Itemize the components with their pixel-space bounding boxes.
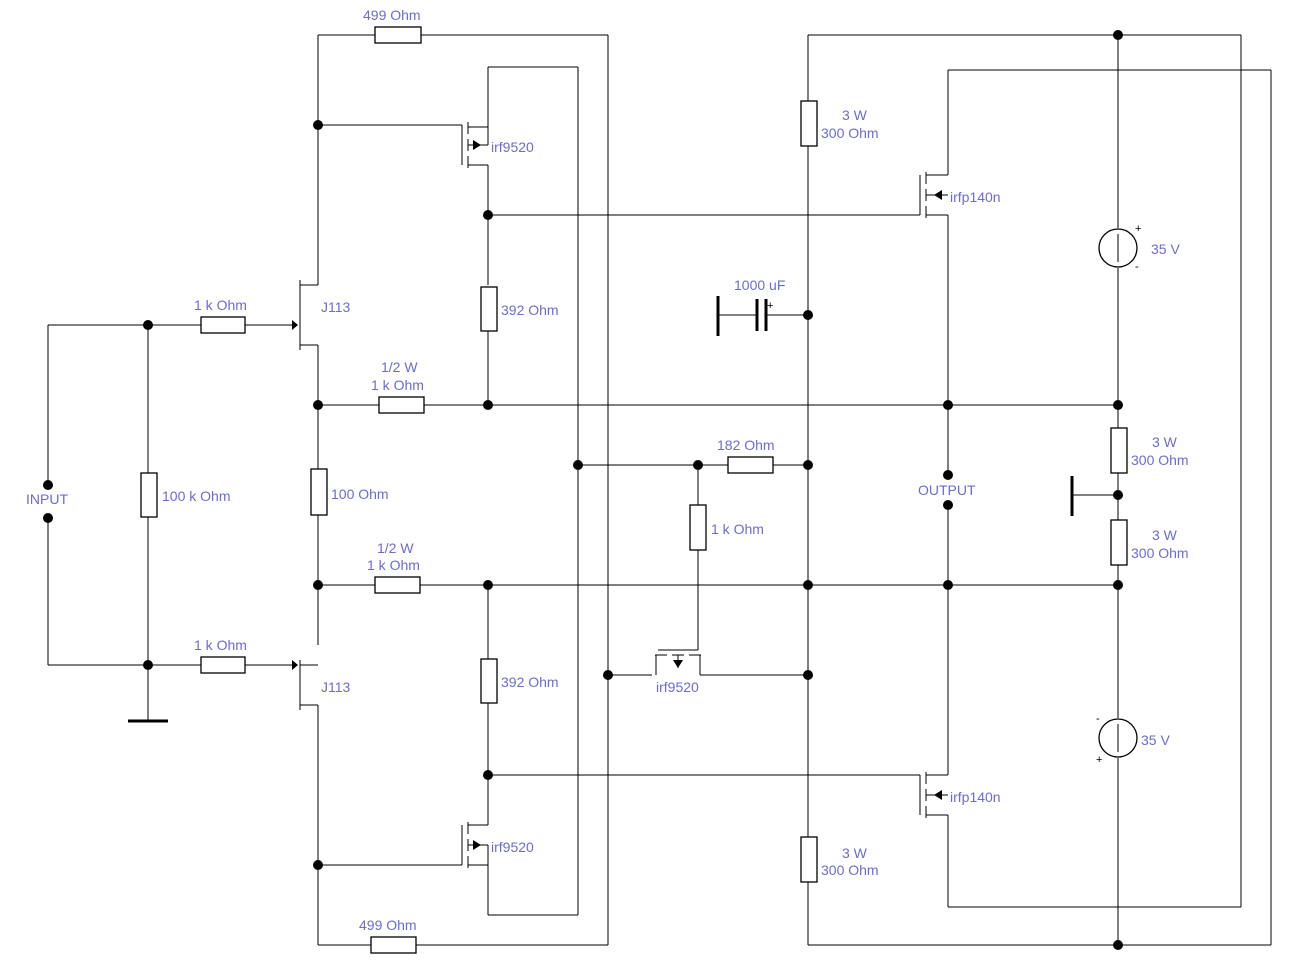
label-r-top-499: 499 Ohm <box>363 7 421 23</box>
voltage-sources: + - - + <box>1096 223 1141 766</box>
mosfet-irf9520-middle <box>655 649 701 675</box>
label-q-top-irf9520: irf9520 <box>491 139 534 155</box>
label-r-3w-r1-v: 300 Ohm <box>1131 452 1189 468</box>
vsrc-top-minus: - <box>1135 261 1139 273</box>
resistor-1k-input-bottom <box>200 656 246 674</box>
jfet-j113-bottom <box>292 660 301 710</box>
resistor-3w-rail-1 <box>1110 427 1128 474</box>
label-r-3w-r1-w: 3 W <box>1152 434 1178 450</box>
resistor-3w-top <box>800 100 818 147</box>
label-output: OUTPUT <box>918 482 976 498</box>
resistor-392-top <box>480 286 498 332</box>
label-r-in-top: 1 k Ohm <box>194 297 247 313</box>
resistors <box>140 26 1128 954</box>
label-cap: 1000 uF <box>734 277 785 293</box>
label-v-top: 35 V <box>1151 241 1180 257</box>
label-r-3w-r2-v: 300 Ohm <box>1131 545 1189 561</box>
label-r-half-bot-w: 1/2 W <box>377 540 414 556</box>
resistor-100 <box>310 468 328 516</box>
resistor-3w-rail-2 <box>1110 519 1128 566</box>
passive-misc: + <box>128 296 1074 723</box>
label-r-1k-mid: 1 k Ohm <box>711 521 764 537</box>
resistor-499-top <box>374 26 422 44</box>
resistor-499-bottom <box>370 936 417 954</box>
output-terminal-top <box>943 470 953 480</box>
label-r-3w-top-w: 3 W <box>842 107 868 123</box>
label-v-bot: 35 V <box>1141 732 1170 748</box>
resistor-1k-bias <box>689 504 707 551</box>
label-r-in-bot: 1 k Ohm <box>194 637 247 653</box>
wires <box>47 34 1272 946</box>
label-r-100k: 100 k Ohm <box>162 488 230 504</box>
label-j-top: J113 <box>321 299 351 315</box>
label-r-half-top-v: 1 k Ohm <box>371 377 424 393</box>
label-r-392-bot: 392 Ohm <box>501 674 559 690</box>
label-q-bot-irfp140n: irfp140n <box>950 789 1001 805</box>
label-r-3w-r2-w: 3 W <box>1152 527 1178 543</box>
label-r-half-top-w: 1/2 W <box>381 359 418 375</box>
vsrc-bot-minus: - <box>1096 713 1100 725</box>
input-terminal-bottom <box>43 513 53 523</box>
mosfet-irf9520-top <box>461 122 489 168</box>
resistor-182 <box>727 456 774 474</box>
label-r-3w-bot-v: 300 Ohm <box>821 862 879 878</box>
resistor-half-w-bottom <box>374 576 421 594</box>
output-terminal-bottom <box>943 500 953 510</box>
mosfet-irf9520-bottom <box>461 822 489 868</box>
resistor-392-bottom <box>480 658 498 704</box>
transistors <box>292 122 948 868</box>
label-q-mid-irf9520: irf9520 <box>656 679 699 695</box>
label-r-bot-499: 499 Ohm <box>359 917 417 933</box>
label-q-bot-irf9520: irf9520 <box>491 839 534 855</box>
label-j-bot: J113 <box>321 679 351 695</box>
label-r-3w-top-v: 300 Ohm <box>821 125 879 141</box>
resistor-3w-bottom <box>800 836 818 883</box>
resistor-100k <box>140 472 158 518</box>
vsrc-top-plus: + <box>1135 223 1141 235</box>
mosfet-irfp140n-bottom <box>919 772 948 818</box>
mosfet-irfp140n-top <box>919 172 948 218</box>
label-q-top-irfp140n: irfp140n <box>950 189 1001 205</box>
label-r-392-top: 392 Ohm <box>501 302 559 318</box>
label-r-182: 182 Ohm <box>717 437 775 453</box>
labels: 499 Ohm irf9520 J113 1 k Ohm 392 Ohm 1/2… <box>26 7 1189 933</box>
label-r-100: 100 Ohm <box>331 486 389 502</box>
resistor-half-w-top <box>378 396 425 414</box>
resistor-1k-input-top <box>200 316 246 334</box>
vsrc-bot-plus: + <box>1096 754 1102 766</box>
label-r-half-bot-v: 1 k Ohm <box>367 557 420 573</box>
input-terminal-top <box>43 480 53 490</box>
label-r-3w-bot-w: 3 W <box>842 845 868 861</box>
capacitor-plus-sign: + <box>767 300 773 312</box>
junctions <box>43 30 1123 950</box>
label-input: INPUT <box>26 491 68 507</box>
jfet-j113-top <box>292 280 301 350</box>
